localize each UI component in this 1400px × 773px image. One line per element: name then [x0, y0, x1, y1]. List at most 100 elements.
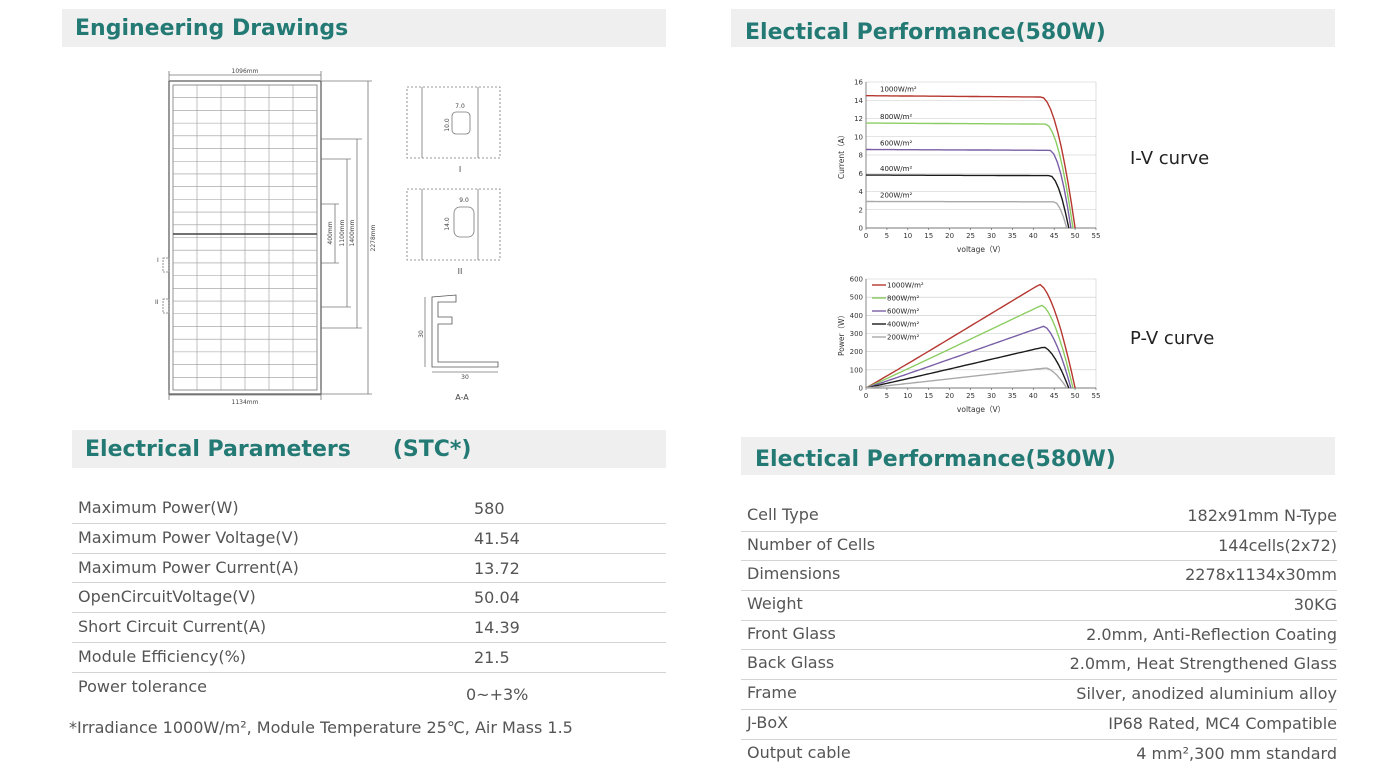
- dim-400: 400mm: [327, 221, 334, 244]
- legend-label: 600W/m²: [887, 308, 919, 316]
- detail-i-label: I: [459, 165, 461, 174]
- electrical-parameters-header: Electrical Parameters (STC*): [72, 430, 666, 468]
- stc-label: (STC*): [392, 436, 472, 462]
- performance-charts-header: Electical Performance(580W): [731, 9, 1335, 47]
- engineering-drawing: 1096mm 1134mm 2278mm 1400mm 1100mm 400mm…: [155, 68, 501, 406]
- x-tick-label: 35: [1008, 392, 1017, 400]
- param-label: Maximum Power Voltage(V): [78, 527, 299, 547]
- y-axis-label: Current（A）: [837, 131, 846, 179]
- table-row: Front Glass 2.0mm, Anti-Reflection Coati…: [741, 621, 1337, 651]
- x-tick-label: 45: [1050, 392, 1059, 400]
- param-label: Short Circuit Current(A): [78, 617, 267, 637]
- series-label: 400W/m²: [880, 165, 912, 173]
- y-tick-label: 12: [854, 115, 863, 123]
- frame-section-label: A-A: [455, 393, 469, 402]
- x-tick-label: 50: [1071, 392, 1080, 400]
- series-label: 200W/m²: [880, 192, 912, 200]
- series-label: 600W/m²: [880, 140, 912, 148]
- spec-label: Cell Type: [747, 505, 819, 524]
- series-line: [865, 367, 1068, 389]
- detail-i-width: 7.0: [455, 103, 465, 110]
- spec-label: Weight: [747, 594, 803, 614]
- x-tick-label: 20: [945, 392, 954, 400]
- param-value: 580: [474, 499, 505, 518]
- series-line: [866, 95, 1076, 229]
- param-value: 0~+3%: [466, 684, 529, 704]
- table-row: Number of Cells 144cells(2x72): [741, 532, 1337, 562]
- y-tick-label: 8: [859, 152, 863, 160]
- detail-ii-label: II: [458, 267, 463, 276]
- detail-ii-width: 9.0: [459, 197, 469, 204]
- param-label: Power tolerance: [78, 676, 207, 696]
- x-tick-label: 55: [1092, 392, 1101, 400]
- x-tick-label: 40: [1029, 392, 1038, 400]
- engineering-drawings-title: Engineering Drawings: [75, 15, 349, 41]
- y-tick-label: 14: [854, 97, 863, 105]
- x-tick-label: 10: [903, 392, 912, 400]
- table-row: Maximum Power(W) 580: [72, 494, 666, 524]
- x-tick-label: 5: [885, 392, 889, 400]
- dim-width-top: 1096mm: [232, 68, 259, 75]
- legend-label: 800W/m²: [887, 295, 919, 303]
- series-line: [865, 346, 1070, 389]
- series-line: [865, 304, 1074, 389]
- iv-curve-label: I-V curve: [1130, 148, 1210, 169]
- x-tick-label: 0: [864, 392, 868, 400]
- x-tick-label: 55: [1092, 232, 1101, 240]
- x-tick-label: 15: [924, 232, 933, 240]
- y-tick-label: 400: [850, 312, 863, 320]
- y-tick-label: 500: [850, 294, 863, 302]
- marker-ii: II: [155, 299, 159, 306]
- performance-charts-title: Electical Performance(580W): [745, 19, 1106, 45]
- x-tick-label: 20: [945, 232, 954, 240]
- x-tick-label: 10: [903, 232, 912, 240]
- param-value: 21.5: [474, 647, 510, 667]
- spec-value: 2.0mm, Anti-Reflection Coating: [1086, 624, 1337, 644]
- param-label: Maximum Power Current(A): [78, 557, 299, 577]
- param-label: Maximum Power(W): [78, 498, 239, 517]
- y-tick-label: 6: [859, 170, 864, 178]
- dim-height: 2278mm: [370, 224, 377, 251]
- param-value: 13.72: [474, 558, 520, 578]
- spec-label: Frame: [747, 683, 797, 703]
- param-label: Module Efficiency(%): [78, 646, 247, 666]
- spec-value: 144cells(2x72): [1218, 535, 1337, 555]
- dim-1100: 1100mm: [339, 219, 346, 246]
- table-row: Dimensions 2278x1134x30mm: [741, 561, 1337, 592]
- param-label: OpenCircuitVoltage(V): [78, 587, 256, 607]
- table-row: Module Efficiency(%) 21.5: [72, 643, 666, 673]
- x-tick-label: 30: [987, 232, 996, 240]
- x-tick-label: 0: [864, 232, 868, 240]
- param-value: 50.04: [474, 588, 520, 608]
- x-tick-label: 5: [885, 232, 889, 240]
- y-tick-label: 0: [859, 225, 863, 233]
- spec-value: 182x91mm N-Type: [1187, 506, 1337, 525]
- series-line: [866, 122, 1074, 229]
- param-value: 41.54: [474, 528, 520, 548]
- dim-1400: 1400mm: [349, 219, 356, 246]
- table-row: Frame Silver, anodized aluminium alloy: [741, 680, 1337, 710]
- series-line: [866, 148, 1072, 229]
- table-row: Maximum Power Voltage(V) 41.54: [72, 524, 666, 554]
- y-tick-label: 16: [854, 79, 863, 87]
- table-row: Cell Type 182x91mm N-Type: [741, 502, 1337, 532]
- y-tick-label: 200: [850, 348, 863, 356]
- spec-value: 2278x1134x30mm: [1185, 565, 1337, 585]
- electrical-parameters-title: Electrical Parameters: [85, 436, 351, 462]
- spec-value: 30KG: [1293, 595, 1337, 615]
- spec-label: Output cable: [747, 742, 851, 762]
- y-axis-label: Power（W）: [837, 311, 846, 356]
- series-label: 1000W/m²: [880, 86, 917, 94]
- frame-height: 30: [418, 330, 425, 338]
- table-row: Power tolerance 0~+3%: [72, 673, 666, 707]
- spec-label: J-BoX: [747, 712, 789, 732]
- spec-value: 2.0mm, Heat Strengthened Glass: [1069, 654, 1337, 674]
- x-tick-label: 15: [924, 392, 933, 400]
- electrical-parameters-table: Maximum Power(W) 580 Maximum Power Volta…: [72, 494, 666, 707]
- x-axis-label: voltage（V）: [957, 245, 1005, 254]
- table-row: Short Circuit Current(A) 14.39: [72, 613, 666, 643]
- x-tick-label: 50: [1071, 232, 1080, 240]
- specs-table: Cell Type 182x91mm N-Type Number of Cell…: [741, 502, 1337, 769]
